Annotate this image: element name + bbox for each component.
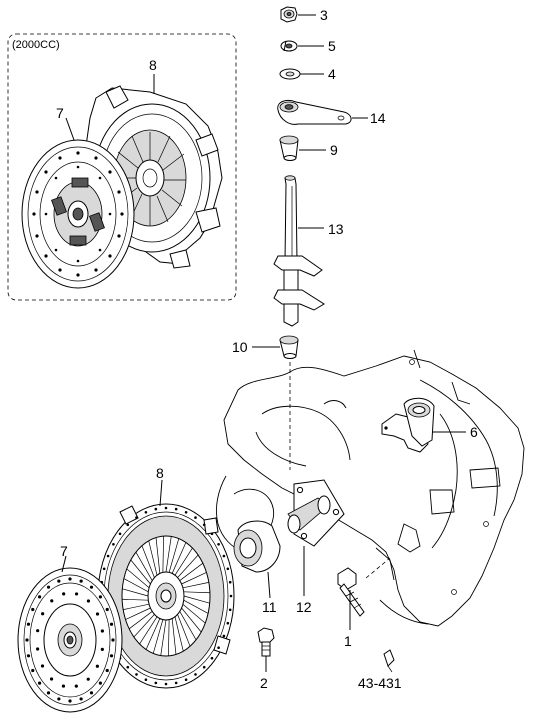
release-shaft-13 xyxy=(273,175,325,327)
release-bearing-11 xyxy=(233,520,281,573)
label-10: 10 xyxy=(232,339,248,355)
label-4: 4 xyxy=(328,66,336,82)
label-1: 1 xyxy=(344,633,352,649)
inset-group-label: (2000CC) xyxy=(12,39,60,51)
label-5: 5 xyxy=(328,38,336,54)
pressure-plate-bottom xyxy=(97,503,235,689)
label-8-top: 8 xyxy=(149,57,157,73)
guide-plate-12 xyxy=(287,479,345,547)
figure-code: 43-431 xyxy=(358,675,402,691)
release-lever-14 xyxy=(277,99,352,125)
label-2: 2 xyxy=(260,675,268,691)
label-11: 11 xyxy=(262,599,277,615)
label-9: 9 xyxy=(330,142,338,158)
bolt-2 xyxy=(257,627,275,657)
label-8-bottom: 8 xyxy=(156,465,164,481)
bushing-9 xyxy=(279,135,299,161)
bushing-10 xyxy=(279,335,299,359)
spring-washer-5 xyxy=(280,40,298,52)
label-6: 6 xyxy=(470,424,478,440)
label-7-top: 7 xyxy=(56,105,64,121)
reference-fastener xyxy=(383,649,395,673)
label-13: 13 xyxy=(328,221,344,237)
washer-4 xyxy=(279,68,301,80)
label-12: 12 xyxy=(296,599,312,615)
bolt-1 xyxy=(337,567,365,617)
clutch-disc-top xyxy=(21,139,135,289)
label-7-bottom: 7 xyxy=(60,543,68,559)
nut-3 xyxy=(280,6,298,23)
inset-2000cc-border xyxy=(7,33,237,301)
label-3: 3 xyxy=(320,7,328,23)
transaxle-housing xyxy=(215,349,525,627)
clutch-disc-bottom xyxy=(17,567,123,713)
fork-bracket-6 xyxy=(381,397,435,453)
label-14: 14 xyxy=(370,110,386,126)
